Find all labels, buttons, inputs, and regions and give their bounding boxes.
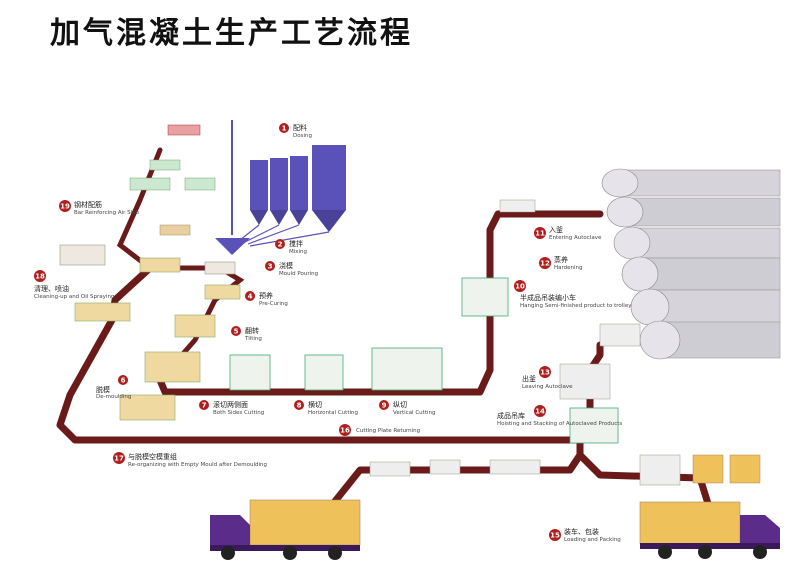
step-14: 14 成品吊库 Hoisting and Stacking of Autocla… bbox=[497, 405, 622, 427]
step-1-label-en: Dosing bbox=[293, 133, 312, 139]
step-15: 15 装车、包装 Loading and Packing bbox=[549, 527, 621, 543]
step-18-number: 18 bbox=[35, 273, 45, 281]
step-16-number: 16 bbox=[340, 427, 350, 435]
step-12-label-en: Hardening bbox=[554, 265, 583, 271]
step-19-label-zh: 钢材配筋 bbox=[74, 200, 102, 209]
truck-left bbox=[210, 499, 361, 560]
step-7-label-zh: 滚切两侧面 bbox=[213, 400, 248, 409]
step-8: 8 横切 Horizontal Cutting bbox=[294, 400, 358, 416]
autoclave bbox=[639, 320, 781, 360]
step-5-number: 5 bbox=[234, 328, 239, 336]
step-6-label-zh: 脱模 bbox=[96, 385, 110, 394]
step-12-label-zh: 蒸养 bbox=[554, 255, 568, 264]
step-14-label-zh: 成品吊库 bbox=[497, 411, 525, 420]
machinery bbox=[59, 124, 761, 486]
step-13-label-en: Leaving Autoclave bbox=[522, 384, 573, 390]
step-3-label-zh: 浇模 bbox=[279, 261, 293, 270]
truck-right bbox=[639, 501, 780, 559]
step-9-label-zh: 纵切 bbox=[393, 401, 407, 409]
step-14-number: 14 bbox=[535, 408, 545, 416]
step-6: 6 脱模 De-moulding bbox=[96, 375, 131, 400]
step-9-label-en: Vertical Cutting bbox=[393, 410, 435, 416]
step-5-label-en: Tilting bbox=[244, 336, 262, 342]
step-8-number: 8 bbox=[297, 402, 302, 410]
step-4: 4 预养 Pre-Curing bbox=[245, 291, 288, 307]
step-8-label-en: Horizontal Cutting bbox=[308, 410, 358, 416]
step-16: 16 Cutting Plate Returning bbox=[339, 424, 420, 436]
step-11-label-en: Entering Autoclave bbox=[549, 235, 602, 241]
autoclave bbox=[621, 256, 781, 292]
step-4-number: 4 bbox=[248, 293, 253, 301]
step-15-number: 15 bbox=[550, 532, 560, 540]
step-9: 9 纵切 Vertical Cutting bbox=[379, 400, 435, 416]
step-3-label-en: Mould Pouring bbox=[279, 271, 318, 277]
step-17-label-zh: 与脱模空模重组 bbox=[128, 452, 177, 461]
step-12: 12 蒸养 Hardening bbox=[539, 255, 583, 271]
autoclave bbox=[606, 196, 781, 228]
step-1: 1 配料 Dosing bbox=[279, 123, 312, 139]
step-6-label-en: De-moulding bbox=[96, 394, 131, 400]
step-6-number: 6 bbox=[121, 377, 126, 385]
step-17-label-en: Re-organizing with Empty Mould after Dem… bbox=[128, 462, 267, 468]
step-9-number: 9 bbox=[382, 402, 387, 410]
step-14-label-en: Hoisting and Stacking of Autoclaved Prod… bbox=[497, 421, 622, 427]
step-11: 11 入釜 Entering Autoclave bbox=[534, 225, 602, 241]
step-8-label-zh: 横切 bbox=[308, 400, 322, 409]
step-7-label-en: Both Sides Cutting bbox=[213, 410, 264, 416]
step-2-number: 2 bbox=[278, 241, 283, 249]
step-19-label-en: Bar Reinforcing Air Slab bbox=[74, 210, 140, 216]
step-1-label-zh: 配料 bbox=[293, 123, 307, 132]
step-10: 10 半成品吊装编小车 Hanging Semi-finished produc… bbox=[514, 280, 632, 309]
step-13-label-zh: 出釜 bbox=[522, 374, 536, 383]
dosing-silos bbox=[215, 120, 346, 255]
step-17: 17 与脱模空模重组 Re-organizing with Empty Moul… bbox=[113, 452, 267, 468]
step-1-number: 1 bbox=[282, 125, 287, 133]
step-18: 18 清理、喷油 Cleaning-up and Oil Spraying bbox=[34, 270, 114, 300]
autoclave-group bbox=[601, 168, 781, 360]
step-17-number: 17 bbox=[114, 455, 124, 463]
step-16-label-en: Cutting Plate Returning bbox=[356, 428, 420, 434]
step-2-label-zh: 搅拌 bbox=[289, 239, 303, 248]
step-3-number: 3 bbox=[268, 263, 273, 271]
step-4-label-en: Pre-Curing bbox=[259, 301, 288, 307]
step-2-label-en: Mixing bbox=[289, 249, 307, 255]
step-15-label-en: Loading and Packing bbox=[564, 537, 621, 543]
step-11-number: 11 bbox=[535, 230, 545, 238]
step-15-label-zh: 装车、包装 bbox=[564, 527, 599, 536]
step-11-label-zh: 入釜 bbox=[549, 225, 563, 234]
step-7-number: 7 bbox=[202, 402, 207, 410]
step-10-number: 10 bbox=[515, 283, 525, 291]
step-18-label-zh: 清理、喷油 bbox=[34, 284, 69, 293]
step-3: 3 浇模 Mould Pouring bbox=[265, 261, 318, 277]
mixer bbox=[215, 238, 250, 255]
step-19: 19 钢材配筋 Bar Reinforcing Air Slab bbox=[59, 200, 140, 216]
step-19-number: 19 bbox=[60, 203, 70, 211]
step-4-label-zh: 预养 bbox=[259, 291, 273, 300]
page-title: 加气混凝土生产工艺流程 bbox=[50, 16, 413, 51]
autoclave bbox=[613, 226, 781, 260]
step-18-label-en: Cleaning-up and Oil Spraying bbox=[34, 294, 114, 300]
autoclave bbox=[630, 288, 781, 326]
autoclave bbox=[601, 168, 781, 198]
step-13: 13 出釜 Leaving Autoclave bbox=[522, 366, 573, 390]
step-10-label-en: Hanging Semi-finished product to trolley bbox=[520, 303, 632, 309]
step-7: 7 滚切两侧面 Both Sides Cutting bbox=[199, 400, 264, 416]
step-13-number: 13 bbox=[540, 369, 550, 377]
step-5: 5 翻转 Tilting bbox=[231, 326, 262, 342]
step-2: 2 搅拌 Mixing bbox=[275, 239, 307, 255]
step-10-label-zh: 半成品吊装编小车 bbox=[520, 293, 576, 302]
step-12-number: 12 bbox=[540, 260, 550, 268]
step-5-label-zh: 翻转 bbox=[245, 326, 259, 335]
